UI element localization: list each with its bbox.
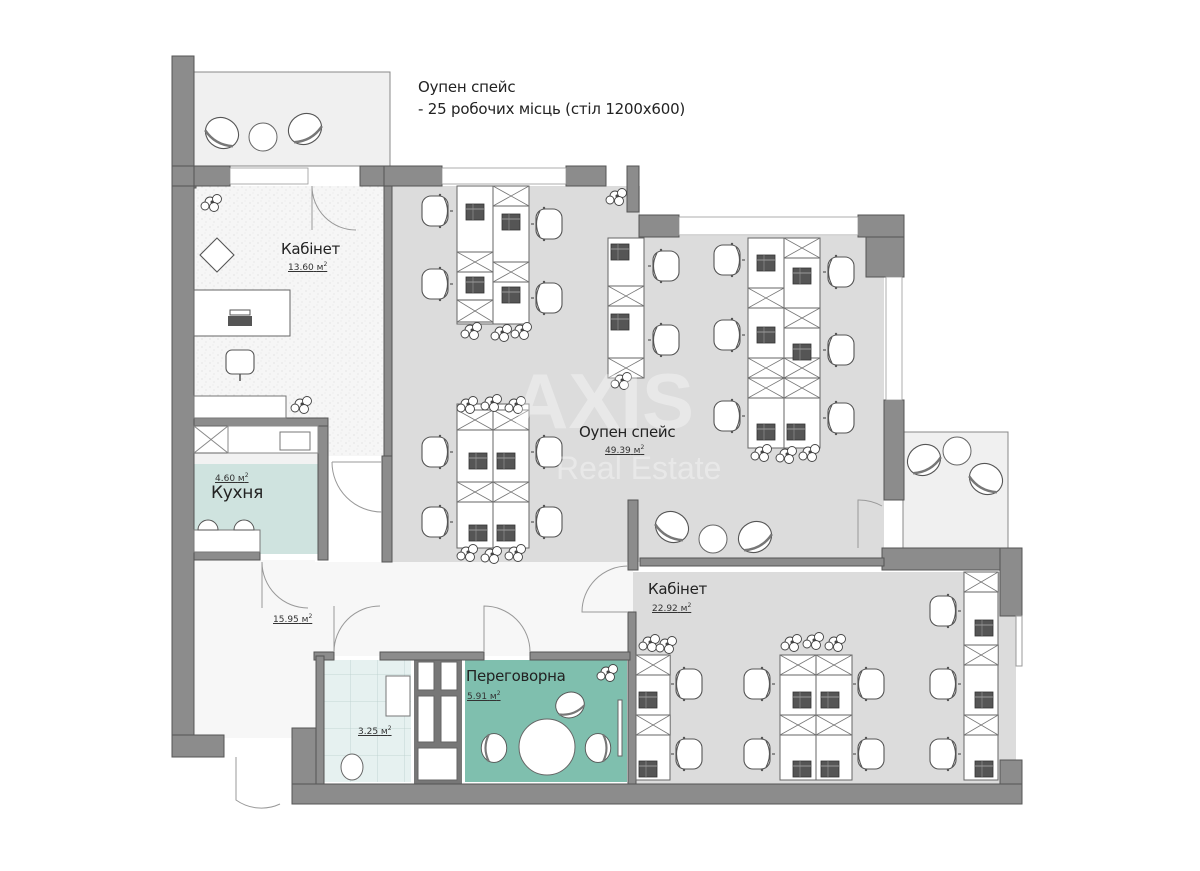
cabinet-1-furniture [193, 194, 312, 419]
windows [229, 167, 903, 401]
storage-cells [414, 658, 462, 784]
room-area-cabinet-1: 13.60 м2 [288, 261, 328, 273]
room-area-bathroom: 3.25 м2 [358, 725, 392, 737]
cabinet-2-desks [635, 571, 999, 781]
room-area-kitchen: 4.60 м2 [215, 472, 249, 484]
heading-line-2: - 25 робочих місць (стіл 1200x600) [418, 100, 686, 118]
meeting-room-furniture [480, 664, 623, 776]
room-name-cabinet-1: Кабінет [281, 240, 340, 258]
room-area-open-space: 49.39 м2 [605, 444, 645, 456]
open-space-desks [421, 185, 855, 564]
room-name-cabinet-2: Кабінет [648, 580, 707, 598]
doors [235, 185, 883, 809]
kitchen-furniture [193, 425, 319, 553]
balcony-table [248, 122, 278, 152]
room-area-cabinet-2: 22.92 м2 [652, 602, 692, 614]
room-name-kitchen: Кухня [211, 483, 264, 503]
heading-line-1: Оупен спейс [418, 78, 516, 96]
room-area-hall: 15.95 м2 [273, 613, 313, 625]
room-area-meeting-room: 5.91 м2 [467, 690, 501, 702]
walls [171, 55, 1023, 805]
bathroom-fixtures [340, 675, 411, 781]
room-name-meeting-room: Переговорна [466, 667, 566, 685]
room-name-open-space: Оупен спейс [579, 423, 676, 441]
heading: Оупен спейс - 25 робочих місць (стіл 120… [418, 76, 685, 120]
